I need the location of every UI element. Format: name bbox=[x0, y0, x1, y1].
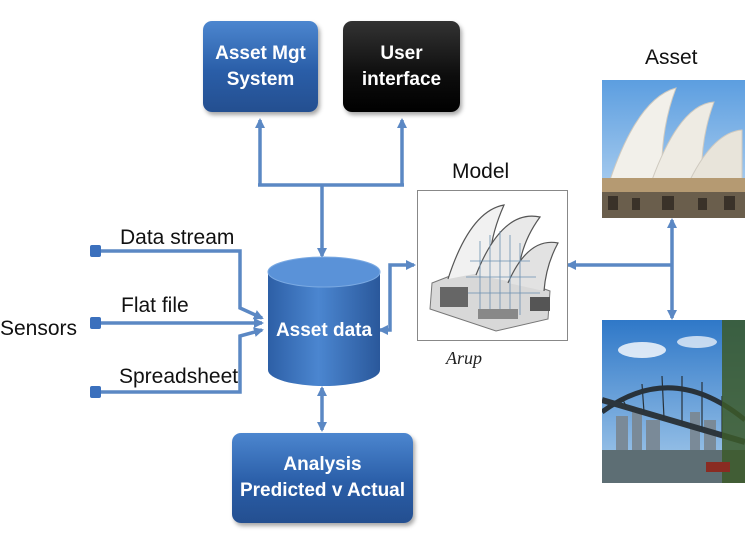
spreadsheet-label: Spreadsheet bbox=[119, 365, 239, 388]
opera-house-photo bbox=[602, 80, 745, 218]
asset-label: Asset bbox=[645, 46, 698, 69]
data-stream-sensor-node bbox=[90, 245, 101, 257]
asset-data-cylinder bbox=[267, 256, 381, 386]
user-interface-box: User interface bbox=[343, 21, 460, 112]
flat-file-label: Flat file bbox=[121, 294, 189, 317]
asset-mgt-line1: Asset Mgt bbox=[215, 42, 306, 64]
data-stream-label: Data stream bbox=[120, 226, 235, 249]
model-label: Model bbox=[452, 160, 510, 183]
user-interface-line1: User bbox=[380, 42, 423, 64]
analysis-box: Analysis Predicted v Actual bbox=[232, 433, 413, 523]
analysis-line2: Predicted v Actual bbox=[239, 480, 406, 501]
user-interface-line2: interface bbox=[361, 68, 442, 90]
analysis-line1: Analysis bbox=[283, 454, 362, 476]
asset-mgt-system-box: Asset Mgt System bbox=[203, 21, 318, 112]
asset-data-label: Asset data bbox=[275, 320, 373, 341]
bridge-photo bbox=[602, 320, 745, 483]
data-stream-line bbox=[100, 249, 264, 320]
sensors-label: Sensors bbox=[0, 317, 78, 340]
model-image bbox=[417, 190, 568, 341]
flat-file-sensor-node bbox=[90, 317, 101, 329]
spreadsheet-line bbox=[100, 327, 264, 394]
arup-credit: Arup bbox=[446, 348, 482, 368]
asset-mgt-line2: System bbox=[226, 68, 295, 90]
spreadsheet-sensor-node bbox=[90, 386, 101, 398]
asset-data-model-link bbox=[378, 260, 416, 335]
